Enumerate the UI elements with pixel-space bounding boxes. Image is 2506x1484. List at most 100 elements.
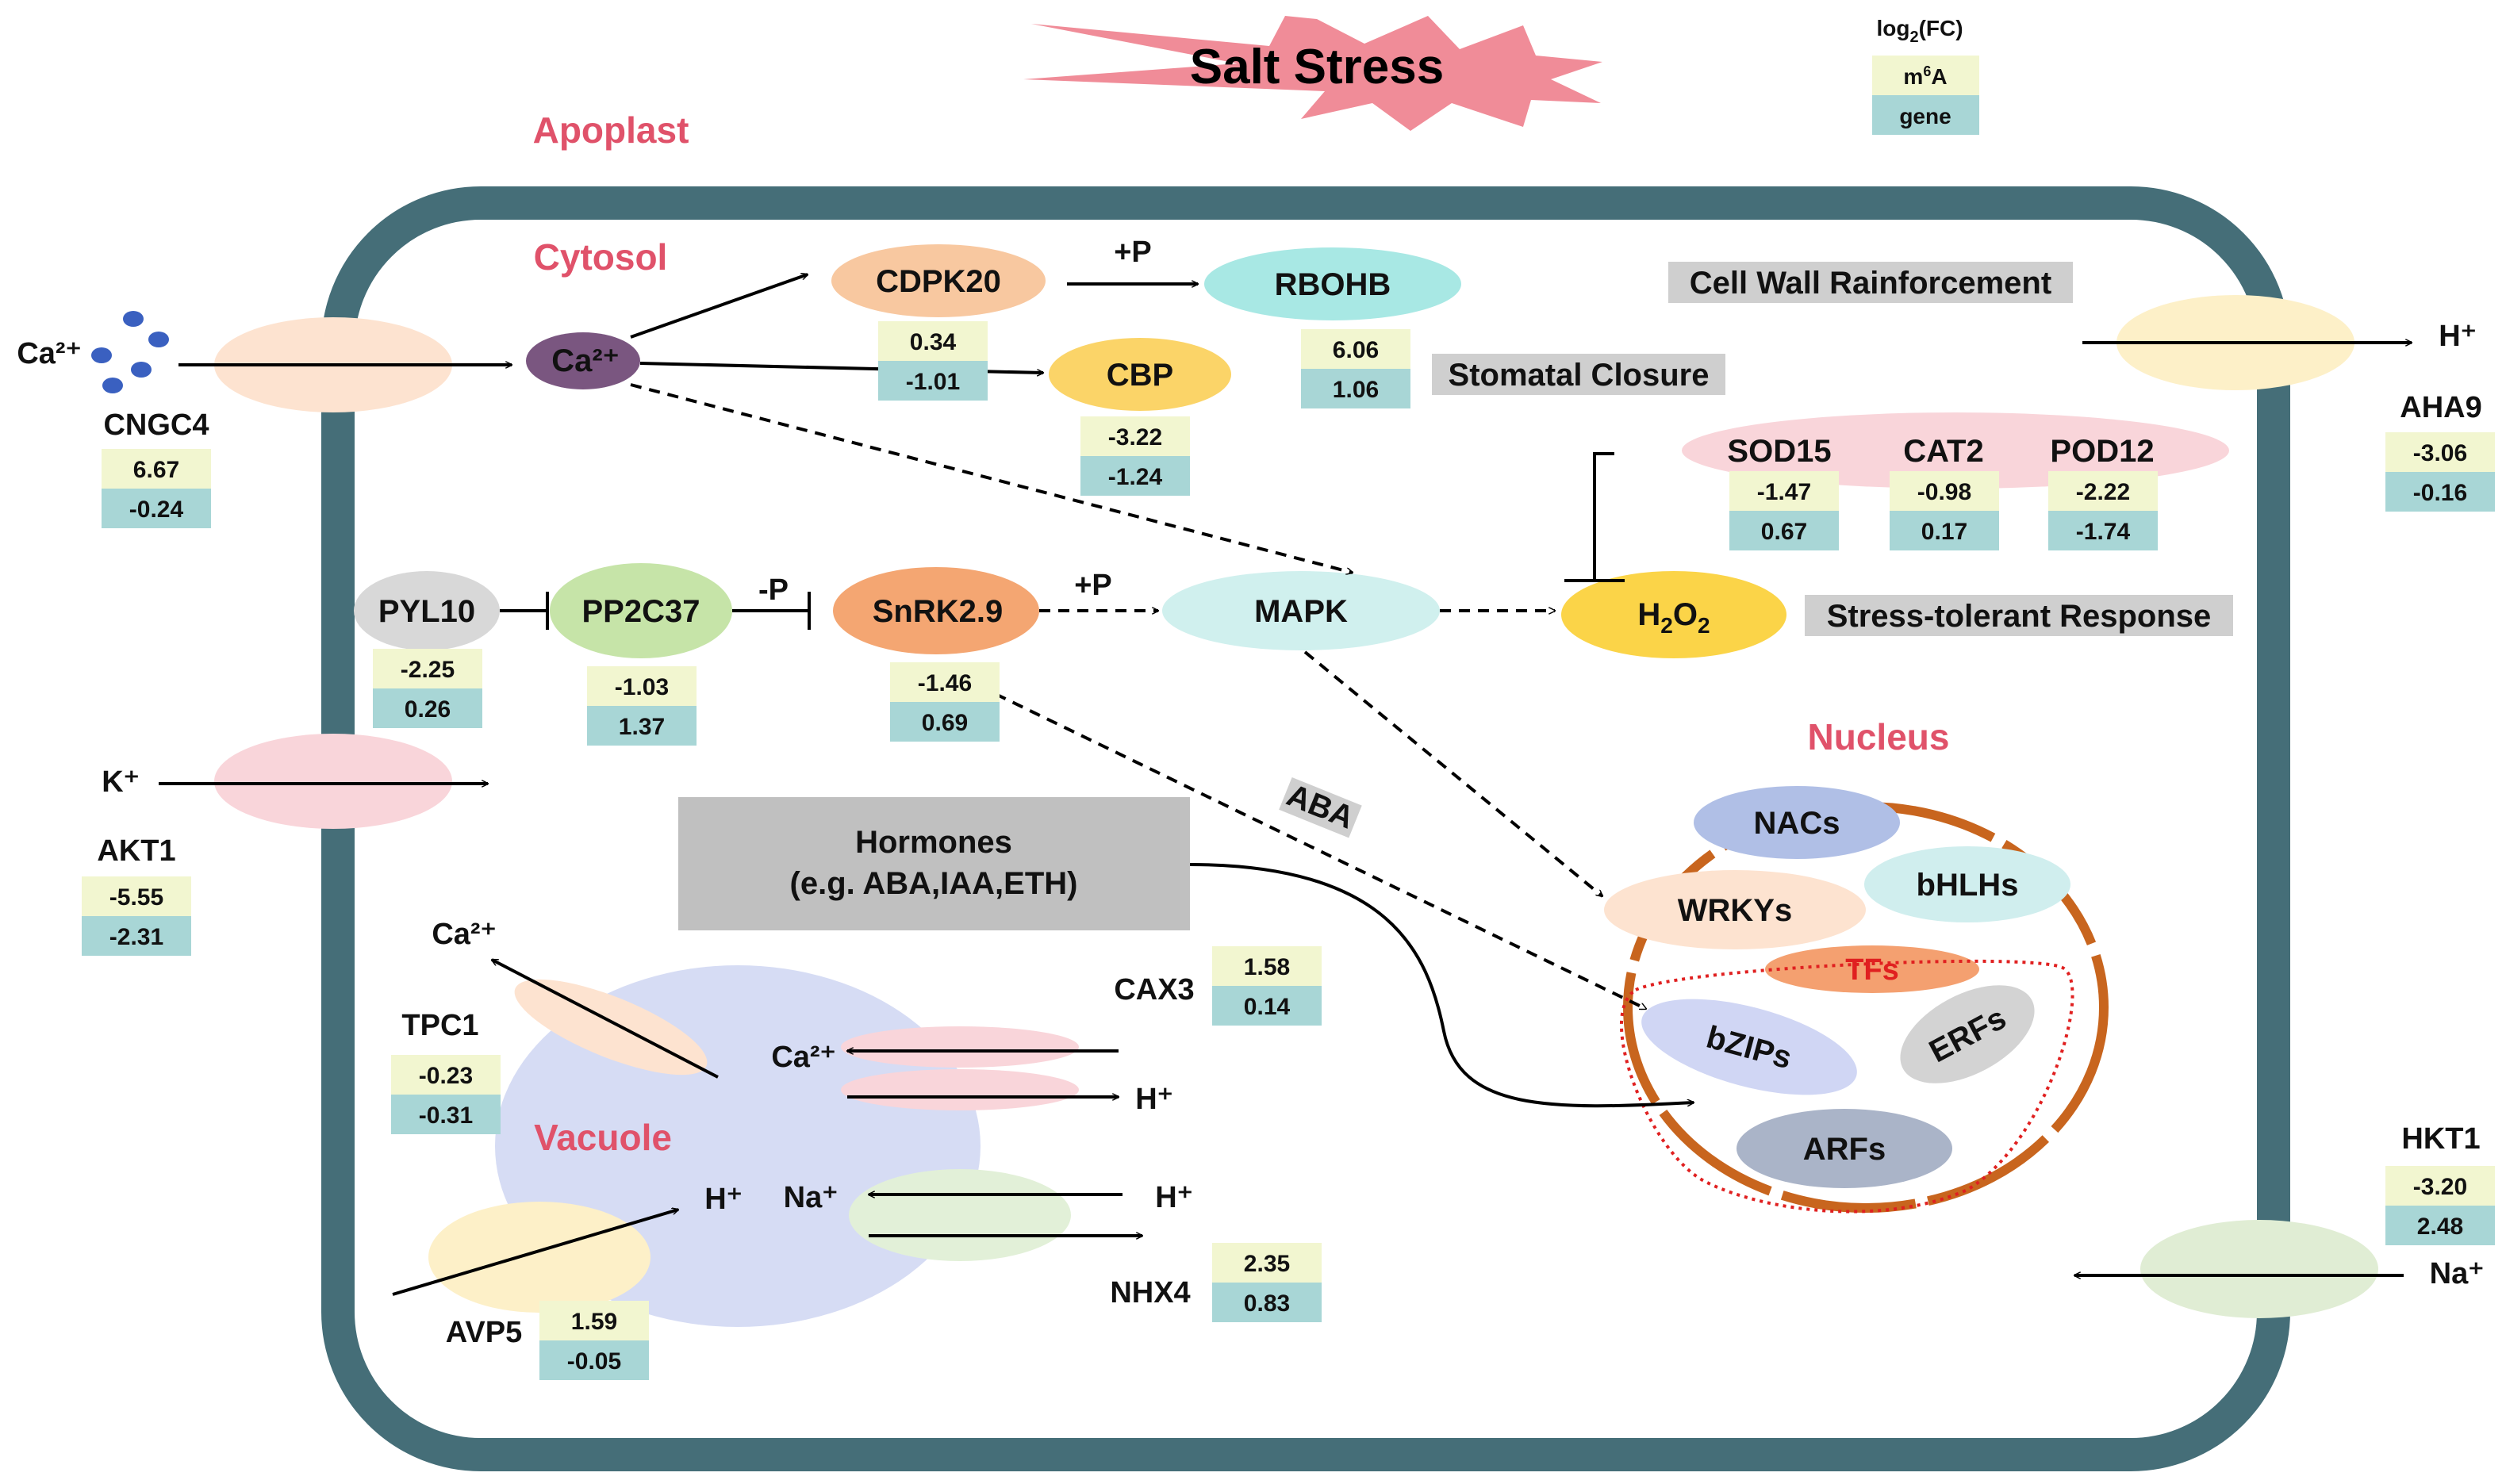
avp5-m6a-value: 1.59 — [571, 1309, 617, 1335]
antioxidant-enzymes — [1682, 412, 2229, 489]
pp2c37-gene-cell — [587, 706, 697, 746]
aha9-gene-cell — [2385, 472, 2495, 512]
sodium-vacuole-label: Na⁺ — [784, 1181, 839, 1214]
tfs-node — [1765, 945, 1979, 993]
hormones-text-1: Hormones — [855, 825, 1012, 860]
tpc1-m6a-cell — [391, 1055, 501, 1095]
bhlhs-label: bHLHs — [1917, 868, 2019, 903]
cbp-m6a-value: -3.22 — [1108, 424, 1162, 451]
pp2c37-label: PP2C37 — [582, 594, 700, 629]
sod15-m6a-cell — [1729, 471, 1839, 511]
cbp-m6a-cell — [1080, 416, 1190, 456]
vacuole-label: Vacuole — [534, 1117, 672, 1158]
snrk29-m6a-cell — [890, 662, 1000, 702]
wrkys-label: WRKYs — [1678, 893, 1792, 928]
snrk29-m6a-value: -1.46 — [918, 670, 972, 696]
rbohb-gene-value: 1.06 — [1333, 377, 1379, 403]
pyl10-label: PYL10 — [378, 594, 475, 629]
nhx4-m6a-value: 2.35 — [1244, 1251, 1290, 1277]
pp2c37-gene-value: 1.37 — [619, 714, 665, 740]
sod15-gene-cell — [1729, 511, 1839, 550]
calcium-tpc1-label: Ca²⁺ — [432, 918, 496, 951]
tpc1-m6a-value: -0.23 — [419, 1063, 473, 1089]
aha9-gene-value: -0.16 — [2413, 480, 2467, 506]
tfs-label: TFs — [1845, 953, 1899, 987]
arfs-node — [1737, 1109, 1952, 1188]
cax3-gene-cell — [1212, 986, 1322, 1026]
stomatal-box — [1432, 354, 1725, 395]
dephospho-label: -P — [758, 573, 789, 607]
nhx4-label: NHX4 — [1110, 1276, 1190, 1310]
hormones-text-2: (e.g. ABA,IAA,ETH) — [790, 866, 1078, 901]
pp2c37-node — [550, 563, 732, 658]
h2o2-node — [1561, 571, 1786, 658]
aha9-m6a-cell — [2385, 432, 2495, 472]
pod12-m6a-cell — [2048, 471, 2158, 511]
calcium-outside-label: Ca²⁺ — [17, 337, 81, 370]
pyl10-gene-cell — [373, 688, 482, 728]
calcium-vacuole-label: Ca²⁺ — [771, 1041, 835, 1074]
proton-vacuole-label: H⁺ — [704, 1183, 743, 1216]
bhlhs-node — [1864, 846, 2070, 922]
aba-label: ABA — [1282, 777, 1359, 835]
avp5-gene-value: -0.05 — [567, 1348, 621, 1375]
cbp-gene-cell — [1080, 456, 1190, 496]
sod15-m6a-value: -1.47 — [1757, 479, 1811, 505]
pp2c37-m6a-value: -1.03 — [615, 674, 669, 700]
pod12-gene-value: -1.74 — [2076, 519, 2131, 545]
phospho-label-2: +P — [1074, 569, 1112, 602]
akt1-label: AKT1 — [97, 834, 175, 868]
tpc1-gene-cell — [391, 1095, 501, 1134]
tpc1-label: TPC1 — [401, 1009, 478, 1042]
avp5-label: AVP5 — [446, 1316, 522, 1349]
cngc4-label: CNGC4 — [103, 408, 209, 442]
akt1-gene-cell — [82, 916, 191, 956]
snrk29-gene-cell — [890, 702, 1000, 742]
legend-m6a-swatch — [1872, 56, 1979, 95]
proton-outside-label: H⁺ — [2439, 320, 2477, 353]
cngc4-gene-cell — [102, 489, 211, 528]
rbohb-label: RBOHB — [1275, 267, 1391, 302]
nhx4-gene-cell — [1212, 1283, 1322, 1322]
h2o2-label: H2O2 — [1637, 597, 1710, 638]
hkt1-m6a-value: -3.20 — [2413, 1174, 2467, 1200]
pyl10-m6a-value: -2.25 — [401, 657, 455, 683]
rbohb-m6a-value: 6.06 — [1333, 337, 1379, 363]
mapk-label: MAPK — [1254, 594, 1348, 629]
cax3-upper — [841, 1026, 1079, 1068]
legend-gene-swatch — [1872, 95, 1979, 135]
stress-text: Stress-tolerant Response — [1827, 599, 2212, 634]
cdpk20-label: CDPK20 — [876, 264, 1001, 299]
hkt1-m6a-cell — [2385, 1166, 2495, 1206]
akt1-m6a-cell — [82, 876, 191, 916]
avp5-gene-cell — [539, 1340, 649, 1380]
mapk-node — [1162, 571, 1440, 650]
cax3-label: CAX3 — [1114, 973, 1194, 1007]
stress-box — [1805, 595, 2233, 636]
cdpk20-m6a-cell — [878, 321, 988, 361]
potassium-label: K⁺ — [102, 765, 140, 799]
arfs-label: ARFs — [1803, 1132, 1886, 1167]
nhx4-antiporter — [849, 1169, 1071, 1261]
nhx4-m6a-cell — [1212, 1243, 1322, 1283]
rbohb-m6a-cell — [1301, 329, 1410, 369]
salt-stress-title: Salt Stress — [1190, 40, 1445, 94]
aha9-label: AHA9 — [2400, 391, 2481, 424]
cell-wall-box — [1668, 262, 2073, 303]
akt1-gene-value: -2.31 — [109, 924, 163, 950]
calcium-label: Ca²⁺ — [551, 343, 620, 378]
stomatal-text: Stomatal Closure — [1449, 358, 1710, 393]
cat2-gene-cell — [1890, 511, 1999, 550]
proton-cax3-label: H⁺ — [1135, 1083, 1173, 1116]
nacs-node — [1694, 786, 1900, 859]
pyl10-node — [354, 571, 500, 650]
wrkys-node — [1604, 870, 1866, 949]
pp2c37-m6a-cell — [587, 666, 697, 706]
avp5-m6a-cell — [539, 1301, 649, 1340]
cax3-gene-value: 0.14 — [1244, 994, 1291, 1020]
cat2-gene-value: 0.17 — [1921, 519, 1967, 545]
cdpk20-gene-value: -1.01 — [906, 369, 960, 395]
hormones-box — [678, 797, 1190, 930]
tpc1-gene-value: -0.31 — [419, 1102, 473, 1129]
